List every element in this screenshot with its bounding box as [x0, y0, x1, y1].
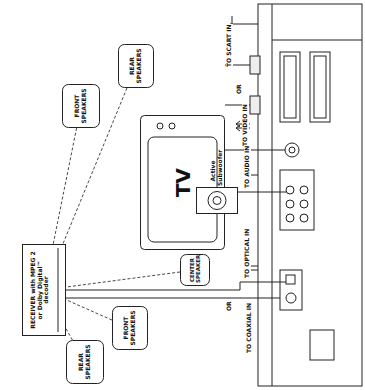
speaker-wire [66, 272, 180, 287]
optical-label: TO OPTICAL IN [244, 228, 251, 279]
speaker-box: REAR SPEAKERS [118, 44, 154, 88]
device-title: TV [172, 168, 194, 197]
device-label: RECEIVER with MPEG 2 or Dolby Digital™ d… [30, 248, 50, 332]
scart-label: TO SCART IN [226, 24, 233, 68]
device-label: FRONT SPEAKERS [74, 87, 87, 125]
audio-label: TO AUDIO IN [244, 145, 251, 189]
receiver-box: RECEIVER with MPEG 2 or Dolby Digital™ d… [22, 244, 66, 336]
speaker-wire [53, 128, 76, 244]
device-label: REAR SPEAKERS [129, 47, 142, 85]
device-label: Active Subwoofer [210, 156, 223, 186]
device-label: FRONT SPEAKERS [123, 309, 136, 347]
speaker-wire [66, 300, 112, 320]
speaker-box: FRONT SPEAKERS [112, 306, 148, 350]
speaker-box: REAR SPEAKERS [66, 340, 104, 384]
or-label: OR [236, 83, 243, 95]
device-label: CENTER SPEAKER [189, 257, 201, 283]
speaker-wire [66, 329, 72, 340]
coaxial-label: TO COAXIAL IN [246, 302, 253, 354]
subwoofer: Active Subwoofer [196, 154, 238, 214]
video-label: TO VIDEO IN [242, 103, 249, 147]
or-label: OR [226, 300, 233, 312]
tv-set: TV [140, 115, 225, 250]
center-speaker: CENTER SPEAKER [180, 254, 210, 286]
speaker-box: FRONT SPEAKERS [62, 84, 100, 128]
device-label: REAR SPEAKERS [78, 343, 91, 381]
